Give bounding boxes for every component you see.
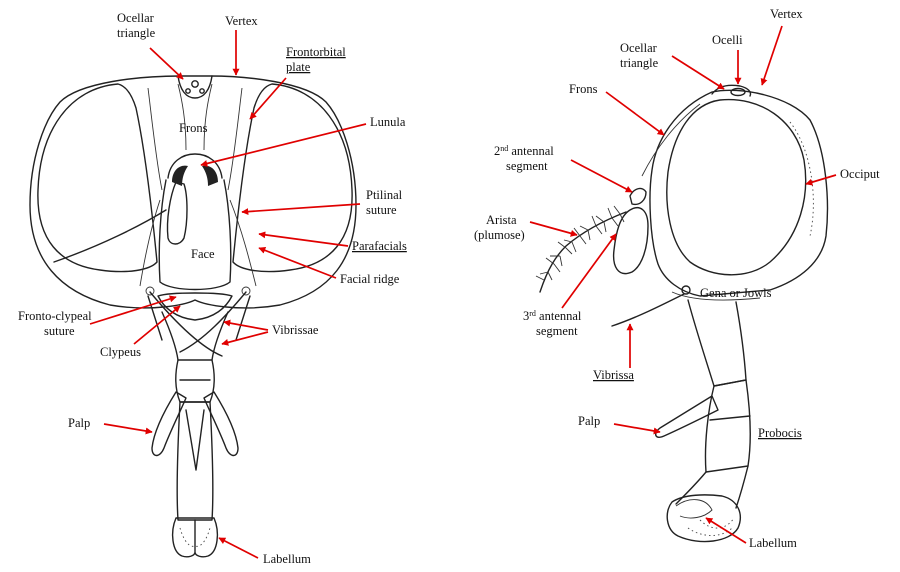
label-vibrissa: Vibrissa (593, 368, 634, 382)
side-frons-edge (641, 103, 701, 177)
front-labellum (171, 517, 219, 558)
arrow-occiput (805, 174, 837, 186)
front-orbit-lines (147, 83, 243, 191)
front-ocellus (191, 80, 199, 88)
side-head-capsule (649, 89, 829, 297)
label-labellum-side: Labellum (749, 536, 797, 550)
arrow-ocellar-triangle (149, 47, 184, 80)
front-head-capsule (29, 75, 357, 309)
label-third-antennal-segment: 3rd antennal segment (523, 309, 585, 338)
side-labellum-inner (675, 499, 713, 519)
label-occiput: Occiput (840, 167, 880, 181)
arrow-vibrissae-lower (221, 331, 269, 346)
arrow-vibrissae-upper (223, 319, 269, 331)
front-face-outline (158, 179, 232, 291)
label-probocis: Probocis (758, 426, 802, 440)
arrow-frons-side (605, 91, 665, 136)
front-proboscis (176, 401, 214, 521)
label-frons-side: Frons (569, 82, 598, 96)
side-vibrissa (611, 293, 685, 327)
side-ocellus (730, 87, 746, 97)
front-left-compound-eye (37, 83, 158, 273)
front-view-drawing (29, 75, 357, 558)
arrow-facial-ridge (258, 247, 337, 279)
front-left-palp (151, 391, 187, 457)
front-lunula (167, 153, 223, 179)
arrow-ocellar-triangle-side (671, 55, 725, 90)
front-facial-ridges (139, 199, 257, 287)
label-parafacials: Parafacials (352, 239, 407, 253)
side-second-antennal-segment (629, 187, 647, 206)
side-labellum-texture (687, 517, 735, 536)
side-occiput-dots (789, 121, 814, 237)
label-palp-side: Palp (578, 414, 600, 428)
label-vertex-side: Vertex (770, 7, 803, 21)
label-labellum-front: Labellum (263, 552, 311, 566)
label-ocelli: Ocelli (712, 33, 743, 47)
label-lunula: Lunula (370, 115, 406, 129)
label-clypeus: Clypeus (100, 345, 141, 359)
label-vertex: Vertex (225, 14, 258, 28)
label-face: Face (191, 247, 215, 261)
front-arista (53, 209, 167, 263)
front-right-compound-eye (232, 83, 353, 273)
front-right-palp (203, 391, 239, 457)
front-left-antenna (166, 181, 188, 245)
label-gena-or-jowls: Gena or Jowls (700, 286, 772, 300)
side-labellum (666, 494, 741, 543)
arrow-parafacials (258, 231, 349, 247)
arrow-palp-side (613, 423, 661, 435)
side-compound-eye (666, 98, 807, 276)
label-vibrissae: Vibrissae (272, 323, 319, 337)
side-haustellum (704, 379, 751, 473)
side-rostrum (687, 299, 747, 387)
arrow-palp-front (103, 423, 153, 435)
side-vibrissa-base (681, 285, 691, 295)
label-facial-ridge: Facial ridge (340, 272, 400, 286)
front-ocellus (185, 88, 191, 94)
front-vibrissae-bristles (147, 291, 251, 357)
arrow-third-antennal-segment (561, 233, 617, 309)
label-second-antennal-segment: 2nd antennal segment (494, 144, 557, 173)
side-third-antennal-segment (612, 207, 649, 275)
arrow-ptilinal-suture (241, 203, 361, 216)
arrow-fronto-clypeal-suture (89, 295, 177, 325)
side-gena (671, 291, 761, 301)
arrow-arista (529, 221, 578, 237)
arrow-labellum-front (218, 537, 259, 559)
arrow-clypeus (133, 305, 181, 345)
front-antenna-base-left (172, 165, 188, 186)
front-rostrum (161, 311, 229, 361)
front-ocellus (199, 88, 205, 94)
label-arista: Arista(plumose) (474, 213, 525, 242)
front-antenna-base-right (202, 165, 218, 186)
arrow-frontorbital-plate (249, 77, 287, 120)
front-vibrissa-bases (145, 286, 251, 296)
label-frons: Frons (179, 121, 208, 135)
arrow-vertex-side (760, 25, 783, 86)
annotation-arrows (89, 25, 837, 559)
front-ocellar-triangle (177, 75, 213, 99)
arrow-second-antennal-segment (570, 159, 633, 193)
side-arista (539, 211, 627, 293)
side-proboscis-base (675, 465, 749, 509)
side-palp (654, 395, 719, 438)
label-palp-front: Palp (68, 416, 90, 430)
arrow-labellum-side (705, 517, 747, 544)
arrow-lunula (200, 123, 367, 167)
